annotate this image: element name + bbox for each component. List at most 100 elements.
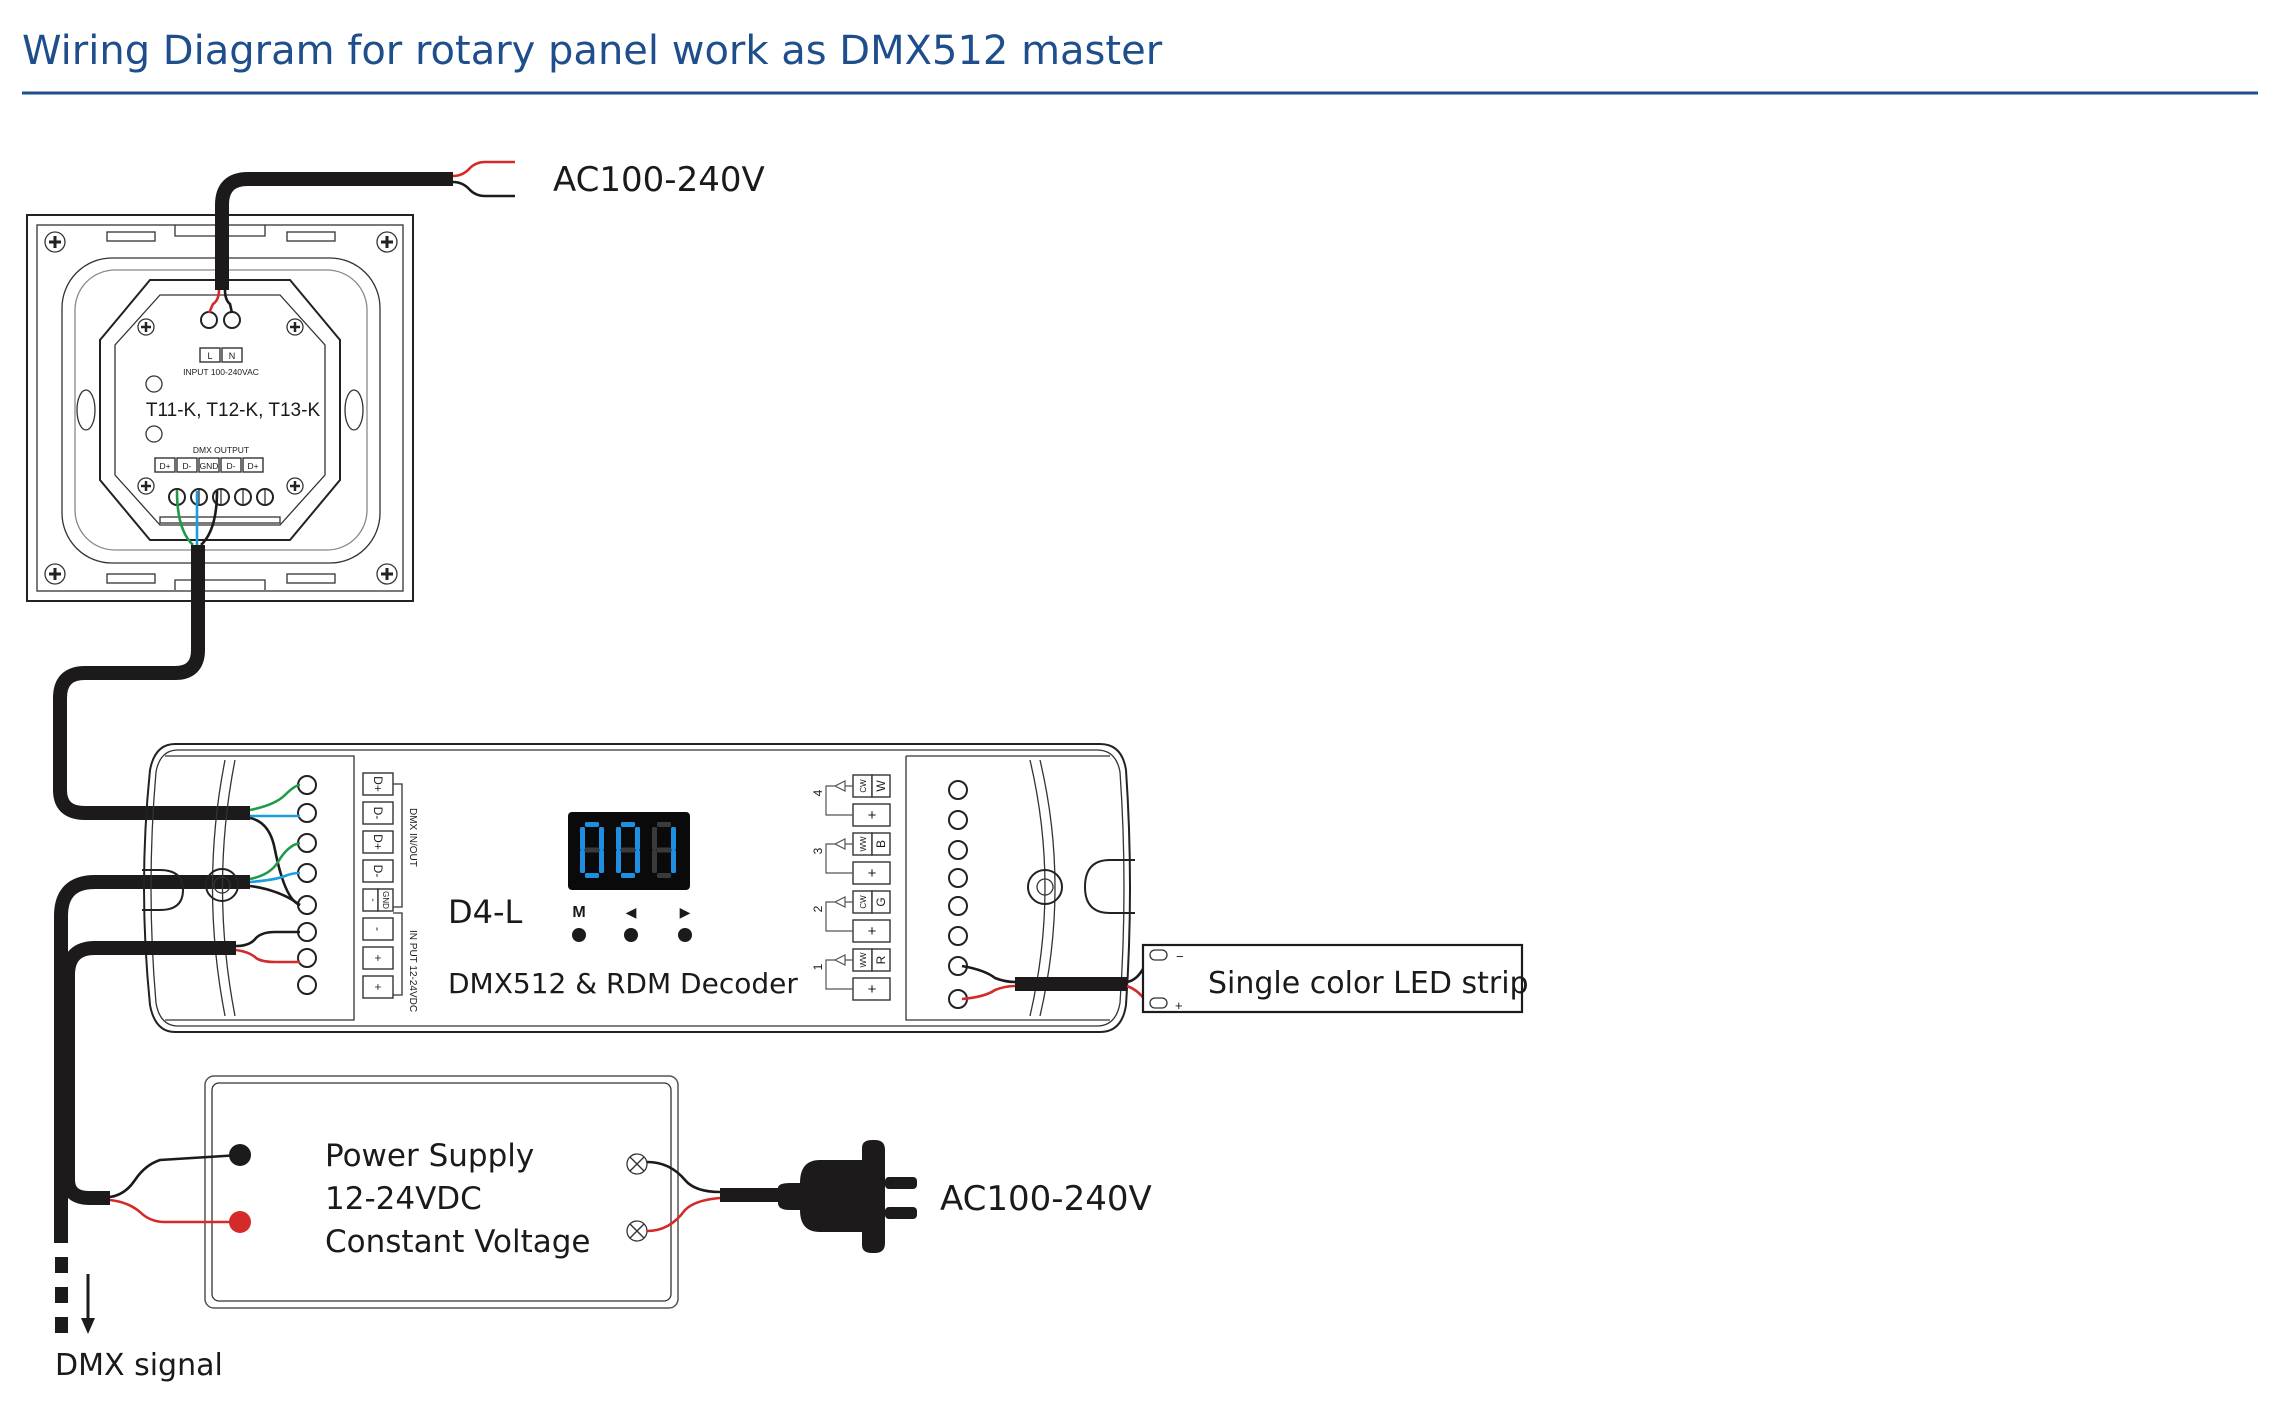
decoder-output-terminal [948, 780, 968, 800]
wire-black [452, 180, 515, 198]
plug-icon [778, 1140, 885, 1253]
label-box [362, 946, 394, 970]
label-box [242, 457, 264, 473]
channel-plus: + [868, 923, 877, 940]
wire-black [223, 289, 234, 314]
terminal-label: GND [200, 461, 219, 471]
screw-icon [44, 563, 66, 585]
decoder-input-terminal [297, 775, 317, 795]
channel-color: B [874, 840, 888, 848]
terminal-label-L: L [207, 351, 212, 361]
led-minus-label: − [1176, 949, 1184, 964]
terminal-label: + [371, 983, 385, 990]
power-supply-line3: Constant Voltage [325, 1224, 591, 1260]
decoder-input-terminal [297, 975, 317, 995]
channel-type: CW [859, 895, 868, 909]
label-box [362, 801, 394, 825]
mount-slot [142, 869, 185, 911]
led-diode-icon [825, 896, 853, 932]
screw-icon [286, 318, 304, 336]
led-pad-minus [1149, 949, 1168, 961]
display-segment [635, 827, 640, 850]
decoder-name: DMX512 & RDM Decoder [448, 967, 798, 1000]
input-label: INPUT 100-240VAC [183, 367, 259, 377]
display-segment [621, 822, 635, 827]
led-strip: − + Single color LED strip [1141, 943, 1529, 1014]
terminal-label: D+ [371, 776, 385, 792]
channel-color: W [874, 780, 888, 792]
led-diode-icon [825, 838, 853, 874]
channel-number: 4 [811, 789, 825, 796]
terminal-L [200, 311, 218, 329]
button-left[interactable] [624, 928, 638, 942]
decoder-output-terminal [948, 840, 968, 860]
terminal-label: GND [381, 891, 390, 909]
terminal-positive [229, 1211, 251, 1233]
led-diode-icon [825, 954, 853, 990]
rotary-panel: L N INPUT 100-240VAC T11-K, T12-K, T13-K… [26, 214, 414, 602]
terminal-label: - [371, 927, 385, 931]
plug-prong [885, 1207, 917, 1219]
panel-model: T11-K, T12-K, T13-K [146, 400, 321, 421]
panel-dmx-cable [53, 490, 250, 820]
display-segment [616, 827, 621, 850]
channel-color: R [874, 955, 888, 964]
channel-number: 2 [811, 905, 825, 912]
cable [61, 941, 236, 1197]
cable-dash [55, 1317, 68, 1333]
screw-icon [286, 477, 304, 495]
channel-type: CW [859, 779, 868, 793]
display-segment [621, 873, 635, 878]
plug-prong [885, 1177, 917, 1189]
input-group-label: IN PUT 12-24VDC [407, 930, 418, 1012]
terminal-N [223, 311, 241, 329]
label-box [220, 457, 242, 473]
decoder-output-terminal [948, 868, 968, 888]
display-segment [621, 847, 635, 853]
label-box [871, 948, 891, 972]
decoder-input-terminal [297, 895, 317, 915]
decoder-input-terminal [297, 863, 317, 883]
decoder-output-terminal [948, 810, 968, 830]
terminal-label: D+ [247, 461, 258, 471]
label-box [871, 890, 891, 914]
display-segment [585, 873, 599, 878]
label-box [362, 975, 394, 999]
label-box [221, 347, 243, 363]
dmx-output-label: DMX OUTPUT [193, 445, 249, 455]
channel-plus: + [868, 865, 877, 882]
channel-number: 1 [811, 963, 825, 970]
power-supply-line2: 12-24VDC [325, 1181, 482, 1217]
label-box [154, 457, 176, 473]
dmx-inout-group-label: DMX IN/OUT [407, 808, 418, 867]
button-right[interactable] [678, 928, 692, 942]
display-segment [599, 850, 604, 873]
dmx-signal-label: DMX signal [55, 1348, 223, 1383]
label-box [176, 457, 198, 473]
led-plus-label: + [1175, 998, 1183, 1013]
terminal-label: D- [183, 461, 192, 471]
display-segment [671, 827, 676, 850]
display-value [580, 822, 676, 878]
cable [54, 875, 250, 1243]
knob-hole [145, 375, 163, 393]
display-segment [671, 850, 676, 873]
terminal-negative [229, 1144, 251, 1166]
channel-type: WW [859, 836, 868, 852]
decoder-input-terminal [297, 922, 317, 942]
wire-red [452, 160, 515, 178]
display-segment [599, 827, 604, 850]
terminal-label-N: N [229, 351, 236, 361]
panel-module [99, 279, 341, 541]
decoder-output-terminal [948, 926, 968, 946]
button-m[interactable] [572, 928, 586, 942]
mount-hole [76, 389, 96, 431]
display-segment [635, 850, 640, 873]
display-segment [580, 827, 585, 850]
label-box [362, 917, 394, 941]
decoder-output-terminal [948, 896, 968, 916]
terminal-label: D- [371, 865, 385, 878]
cable-dash [55, 1287, 68, 1303]
display-segment [657, 847, 671, 853]
channel-plus: + [868, 807, 877, 824]
